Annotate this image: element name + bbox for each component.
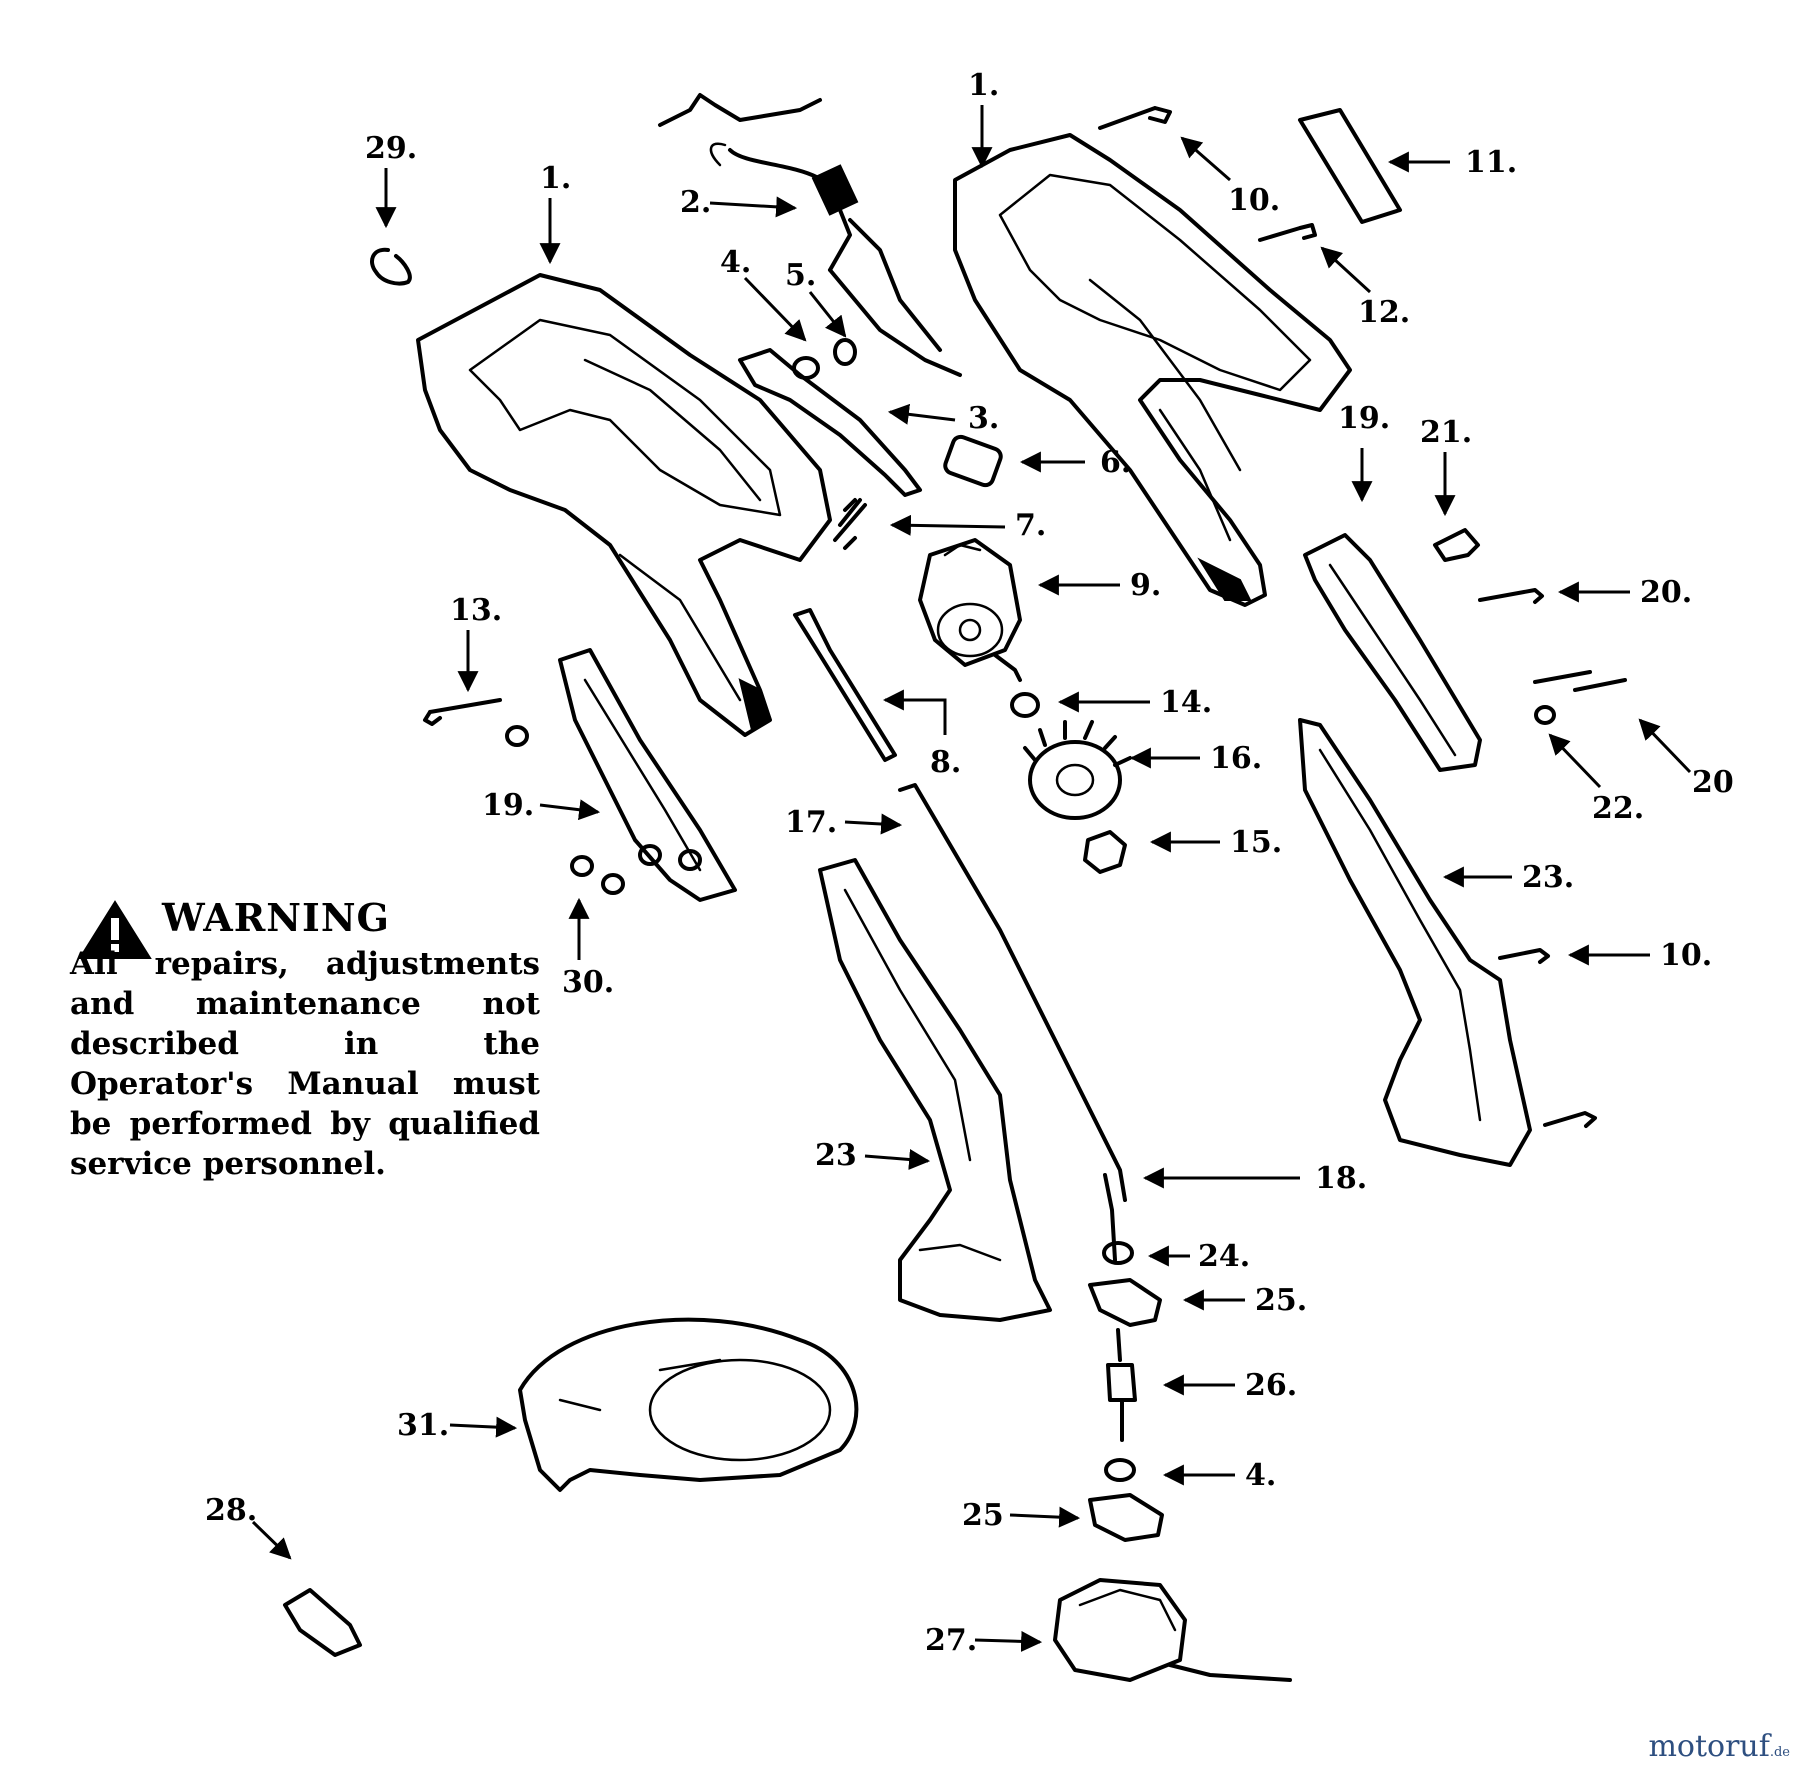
callout-26: 26. [1245,1368,1297,1403]
callout-23-right: 23. [1522,860,1574,895]
part-10-screw-mid [1498,948,1550,964]
callout-4-lower: 4. [1245,1458,1276,1493]
part-25-lower-plate [1088,1493,1164,1542]
part-15-nut [1083,830,1127,874]
callout-1-left: 1. [540,161,571,196]
part-3-switch-trigger [738,348,922,497]
leader-lines [251,105,1692,1652]
callout-13: 13. [450,593,502,628]
callout-17: 17. [785,805,837,840]
part-30-nut-b [601,873,625,895]
part-25-bearing-plate [1088,1278,1162,1327]
part-31-guard [518,1317,859,1492]
callout-10-top: 10. [1228,183,1280,218]
callout-6: 6. [1100,445,1131,480]
part-4-washer-lower [1104,1458,1136,1482]
callout-29: 29. [365,131,417,166]
callout-20-lower: 20 [1692,765,1734,800]
callout-7: 7. [1015,508,1046,543]
part-28-clip [283,1588,362,1657]
part-12-screw [1258,223,1317,242]
callout-14: 14. [1160,685,1212,720]
part-9-motor [918,538,1022,682]
callout-4-top: 4. [720,245,751,280]
part-20-screw-b [1533,670,1627,692]
part-30-nut-d [678,849,702,871]
part-23-right-tube-half [1298,718,1532,1167]
part-20-screw-a [1478,588,1544,604]
callout-25-lower: 25 [962,1498,1004,1533]
callout-20-top: 20. [1640,575,1692,610]
part-10-screw-top [1098,106,1172,130]
part-14-washer [1010,692,1040,718]
part-1-left-housing [416,273,832,737]
part-26-spindle [1106,1328,1137,1442]
callout-31: 31. [397,1408,449,1443]
warning-title: WARNING [70,895,540,940]
callout-21: 21. [1420,415,1472,450]
part-30-nut-a [570,855,594,877]
callout-19-right: 19. [1338,401,1390,436]
part-7-spring [833,498,867,550]
callout-30: 30. [562,965,614,1000]
callout-27: 27. [925,1623,977,1658]
part-22-nut [1534,705,1556,725]
warning-notice: WARNING All repairs, adjustments and mai… [70,895,540,1184]
part-11-label [1298,108,1402,224]
callout-2: 2. [680,185,711,220]
callout-22: 22. [1592,791,1644,826]
callout-12: 12. [1358,295,1410,330]
part-19-right-bracket [1303,533,1482,772]
callout-25-upper: 25. [1255,1283,1307,1318]
warning-text: All repairs, adjustments and maintenance… [70,946,540,1182]
part-5-nut [833,338,857,366]
warning-title-text: WARNING [162,895,391,940]
watermark-main: motoruf [1648,1729,1770,1764]
part-13-nut [505,725,529,747]
callout-19-left: 19. [482,788,534,823]
callout-28: 28. [205,1493,257,1528]
callout-15: 15. [1230,825,1282,860]
callout-16: 16. [1210,741,1262,776]
watermark-suffix: .de [1769,1745,1790,1760]
part-27-spool-head [1053,1578,1292,1682]
part-2-cord [658,93,962,377]
part-13-screw [423,698,502,726]
part-21-clip [1433,528,1480,562]
part-10-screw-low [1543,1111,1597,1128]
callout-5: 5. [785,258,816,293]
callout-18: 18. [1315,1161,1367,1196]
part-17-drive-shaft [898,783,1127,1202]
callout-3: 3. [968,401,999,436]
watermark-logo: motoruf.de [1648,1729,1790,1764]
callout-9: 9. [1130,568,1161,603]
part-30-nut-c [638,844,662,866]
part-6-switch [943,434,1003,488]
part-23-left-tube-half [818,858,1052,1322]
callout-11: 11. [1465,145,1517,180]
callout-10-mid: 10. [1660,938,1712,973]
part-19-left-bracket [558,648,737,902]
part-29-clip [370,247,412,286]
part-24-washer [1102,1241,1134,1265]
part-1-right-housing [953,133,1352,607]
part-8-shaft [793,608,897,762]
callout-23-left: 23 [815,1138,857,1173]
callout-8: 8. [930,745,961,780]
part-16-gear [1023,720,1132,820]
callout-1-right: 1. [968,68,999,103]
callout-24: 24. [1198,1239,1250,1274]
